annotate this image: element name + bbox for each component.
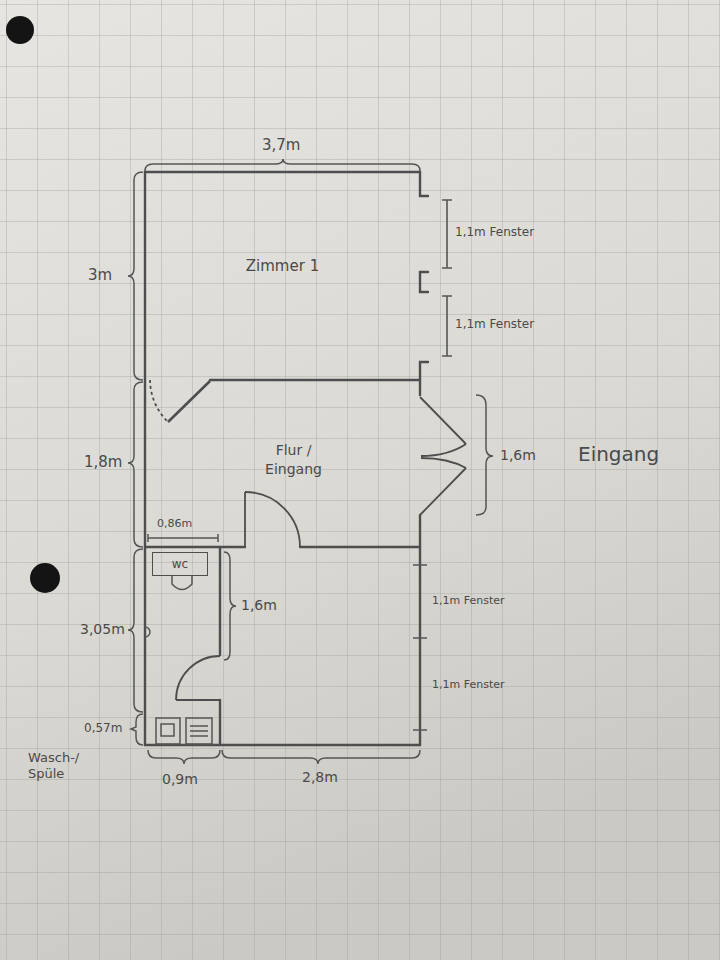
door-swing [421, 458, 466, 468]
window-label: 1,1m Fenster [432, 678, 505, 691]
room: Zimmer 1 [145, 172, 420, 380]
window-bar [442, 200, 452, 268]
wall [419, 515, 421, 745]
entrance-label: Eingang [578, 442, 659, 466]
window-label: 1,1m Fenster [432, 594, 505, 607]
doors [150, 380, 466, 700]
dimension: 1,8m [84, 453, 122, 471]
fixture-label: Wasch-/ Spüle [28, 750, 106, 781]
dimension: 0,9m [162, 771, 198, 788]
dimension-line [148, 534, 218, 542]
dimension-brace [128, 382, 143, 547]
dimension-brace [224, 552, 236, 660]
dimension: 1,6m [500, 447, 536, 464]
door-leaf [176, 699, 220, 701]
wc-bowl [172, 576, 192, 590]
door-leaf [420, 397, 466, 444]
dimension: 0,86m [157, 517, 192, 530]
dimension: 0,57m [84, 721, 122, 735]
window-marks [413, 200, 452, 730]
dimension-brace [131, 714, 143, 745]
sink-symbol [156, 718, 180, 744]
dimension: 3m [88, 266, 112, 284]
dimension-brace [148, 750, 220, 764]
door-swing [245, 492, 300, 547]
wall-fixture [145, 627, 150, 637]
dimension-brace [222, 750, 420, 764]
window-bar [442, 296, 452, 356]
dimension: 2,8m [302, 769, 338, 786]
door-leaf [420, 468, 466, 515]
sink-basin [161, 724, 174, 736]
wall [420, 172, 428, 395]
punch-hole [6, 16, 34, 44]
fixtures [145, 576, 212, 744]
wall [219, 547, 221, 745]
door-swing [150, 380, 168, 422]
drainboard-lines [190, 726, 208, 736]
wall [145, 171, 420, 173]
sink-symbol [186, 718, 212, 744]
window-tick [413, 565, 427, 730]
dimension-braces [128, 159, 493, 764]
dimension-brace [128, 172, 143, 380]
dimension: 1,6m [241, 597, 277, 614]
door-swing [421, 444, 466, 456]
window-label: 1,1m Fenster [455, 225, 534, 239]
window-label: 1,1m Fenster [455, 317, 534, 331]
door-leaf [168, 381, 210, 422]
room-name: Zimmer 1 [246, 256, 319, 276]
punch-hole [30, 563, 60, 593]
dimension: 3,05m [80, 621, 125, 638]
box-label: wc [172, 556, 188, 572]
walls [145, 172, 428, 745]
dimension-brace [128, 549, 143, 712]
dimension-brace [145, 159, 420, 171]
wall [145, 546, 420, 548]
wc-box: wc [152, 552, 208, 576]
dimension: 3,7m [262, 136, 300, 154]
room-name: Flur / Eingang [258, 441, 330, 479]
door-swing [176, 656, 220, 700]
wall [145, 172, 420, 745]
dimension-brace [476, 395, 493, 515]
wall [210, 379, 420, 381]
door-leaf [244, 492, 246, 547]
